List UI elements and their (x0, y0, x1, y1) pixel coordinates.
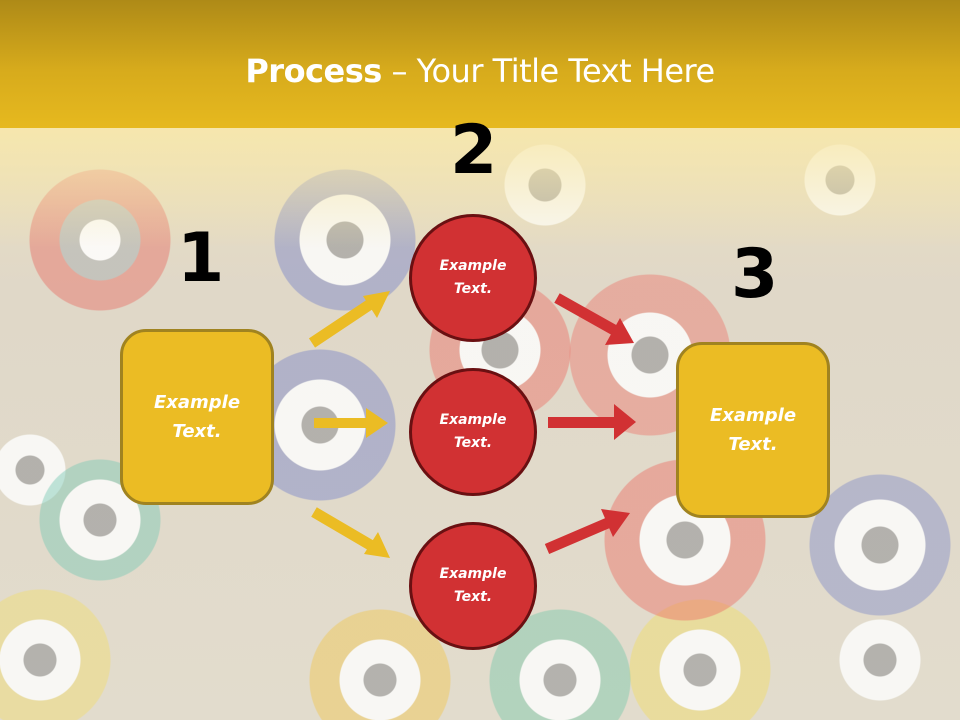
arrow-right-icon (314, 408, 388, 438)
step-number-1: 1 (177, 219, 225, 298)
arrow-right-icon (548, 404, 636, 440)
step-2-circle-bottom[interactable]: Example Text. (409, 522, 537, 650)
step-2a-text: Example Text. (439, 258, 507, 297)
step-2-circle-middle[interactable]: Example Text. (409, 368, 537, 496)
step-3-box[interactable]: Example Text. (676, 342, 830, 518)
step-1-text: Example Text. (153, 392, 241, 442)
title-rest: – Your Title Text Here (381, 52, 715, 90)
title-bold: Process (245, 52, 382, 90)
step-number-3: 3 (731, 235, 779, 314)
step-1-box[interactable]: Example Text. (120, 329, 274, 505)
step-3-text: Example Text. (709, 405, 797, 455)
step-number-2: 2 (450, 111, 498, 190)
step-2-circle-top[interactable]: Example Text. (409, 214, 537, 342)
slide-title[interactable]: Process – Your Title Text Here (0, 52, 960, 90)
step-2c-text: Example Text. (439, 566, 507, 605)
arrow-down-right-icon (554, 293, 634, 345)
arrow-up-right-icon (544, 509, 630, 555)
arrow-down-right-icon (311, 507, 390, 558)
step-2b-text: Example Text. (439, 412, 507, 451)
title-banner: Process – Your Title Text Here (0, 0, 960, 128)
arrow-up-right-icon (308, 291, 390, 348)
